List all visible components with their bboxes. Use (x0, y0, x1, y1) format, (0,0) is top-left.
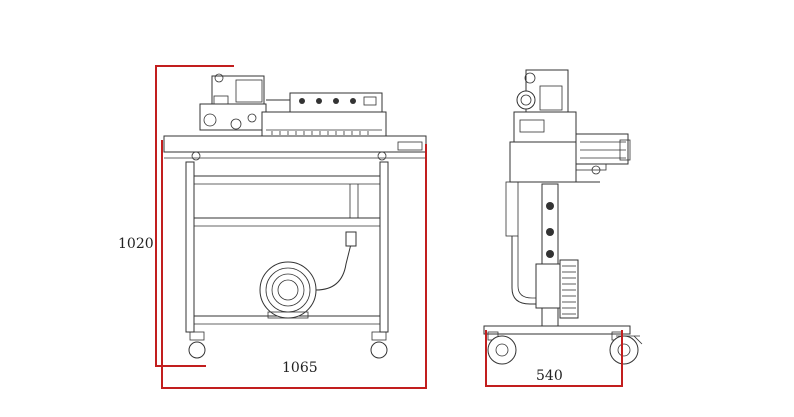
width-label: 540 (536, 368, 563, 384)
side-casters (487, 335, 643, 365)
width-dimension-bound (485, 330, 623, 387)
front-conveyor (261, 111, 387, 137)
length-label: 1065 (282, 360, 318, 376)
side-view (483, 69, 643, 387)
side-sealing-head (513, 69, 577, 143)
front-view (155, 65, 427, 389)
front-casters (188, 331, 388, 359)
side-fan-unit (535, 259, 579, 319)
front-sealing-head (199, 73, 292, 131)
front-fan-unit (259, 231, 357, 319)
length-dimension-bound (161, 140, 427, 389)
front-frame (185, 161, 389, 333)
height-dimension-bound (155, 65, 234, 367)
side-housing (505, 133, 631, 237)
front-table-top (163, 135, 427, 153)
height-label: 1020 (118, 236, 154, 252)
front-control-panel (289, 92, 383, 114)
